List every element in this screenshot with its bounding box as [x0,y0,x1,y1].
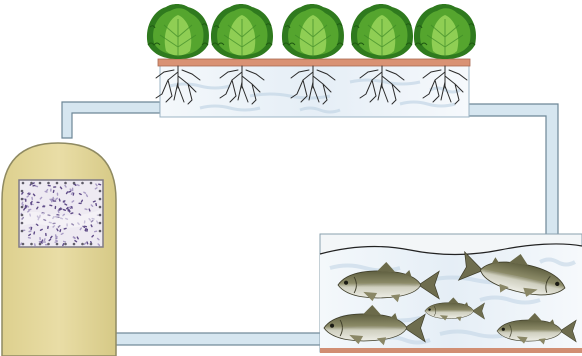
lettuce-icon [282,4,344,59]
lettuce-icon [414,4,476,59]
fish-tank-base [320,348,582,353]
fish-tank [320,234,582,353]
pipe-bed-to-tank [468,104,558,236]
pipe-filter-to-bed [62,102,160,138]
lettuce-icon [351,4,413,59]
filter-body [2,143,116,356]
grow-bed-raft [158,59,470,66]
lettuce-plants [147,4,476,59]
lettuce-icon [147,4,209,59]
lettuce-icon [211,4,273,59]
biofilter-unit [2,143,116,356]
grow-bed [147,4,476,117]
pipe-tank-to-filter [113,333,321,345]
